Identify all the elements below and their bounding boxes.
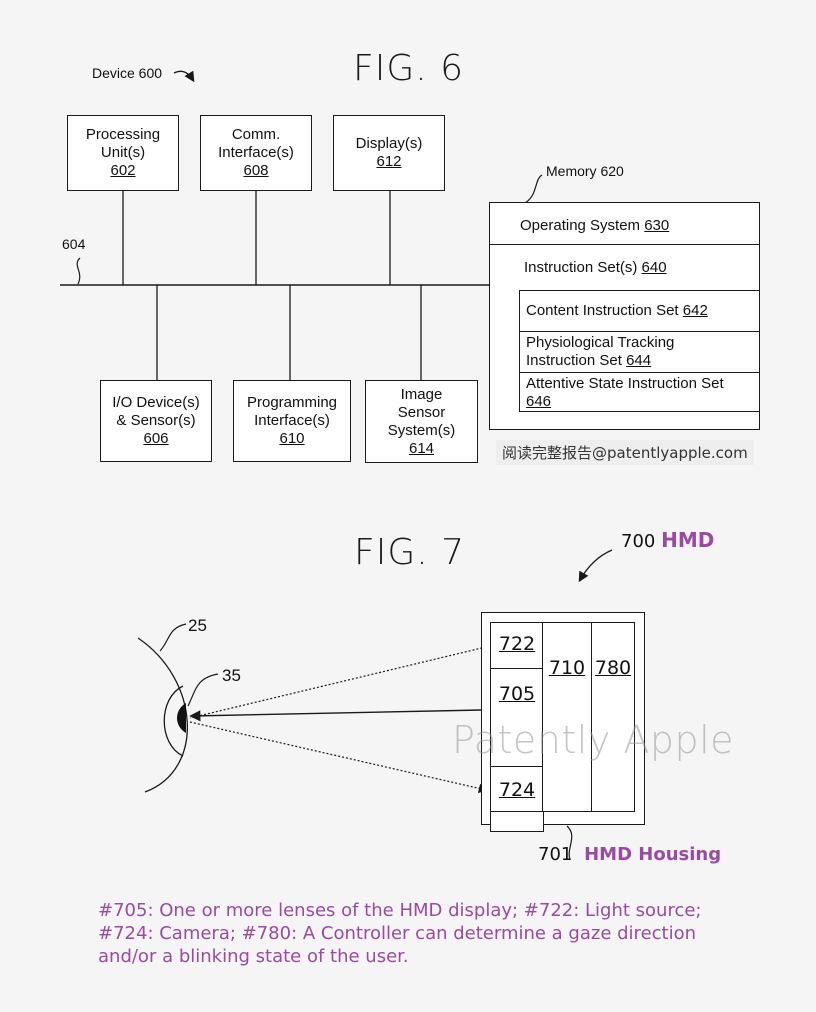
box-ref: 610 — [279, 430, 305, 447]
attentive-ref: 646 — [526, 393, 552, 410]
box-text: Processing — [85, 126, 161, 143]
caption-line: #724: Camera; #780: A Controller can det… — [98, 923, 697, 944]
hmd-label-group: 700 HMD — [621, 528, 714, 552]
light-ray — [189, 645, 491, 719]
housing-ref: 701 — [538, 844, 573, 865]
memory-divider — [490, 244, 759, 245]
device-label: Device 600 — [92, 65, 163, 81]
source-note: 阅读完整报告@patentlyapple.com — [496, 440, 754, 465]
fig6-title: FIG. 6 — [353, 48, 465, 89]
box-text: System(s) — [387, 421, 456, 439]
divider — [520, 372, 760, 373]
os-row: Operating System 630 — [514, 217, 669, 235]
physio-text: Physiological Tracking — [526, 334, 675, 351]
housing-label-group: 701 HMD Housing — [538, 844, 721, 865]
fig7-title: FIG. 7 — [354, 532, 466, 573]
caption-line: and/or a blinking state of the user. — [98, 946, 409, 967]
device-arrow — [173, 70, 195, 83]
caption: #705: One or more lenses of the HMD disp… — [98, 899, 798, 968]
io-devices-box: I/O Device(s) & Sensor(s) 606 — [100, 380, 212, 462]
hmd-housing: 722 705 724 710 780 — [481, 612, 645, 832]
instruction-sets-ref: 640 — [641, 259, 667, 276]
physio-text-2: Instruction Set — [526, 352, 627, 369]
eyeball-arc — [137, 637, 188, 793]
comm-interface-box: Comm. Interface(s) 608 — [200, 115, 312, 191]
box-text: Programming — [246, 394, 338, 411]
pupil-ref: 35 — [222, 666, 241, 685]
content-instruction-row: Content Instruction Set 642 — [520, 302, 708, 320]
physio-instruction-row: Physiological Tracking Instruction Set 6… — [520, 334, 674, 370]
display-box: Display(s) 612 — [333, 115, 445, 191]
attentive-instruction-row: Attentive State Instruction Set 646 — [520, 375, 724, 411]
memory-box: Operating System 630 Instruction Set(s) … — [489, 202, 760, 430]
watermark: Patently Apple — [452, 718, 735, 762]
hmd-arrow — [578, 549, 613, 583]
cornea-arc — [163, 685, 184, 757]
box-ref: 602 — [110, 162, 136, 179]
hmd-ref: 700 — [621, 531, 656, 552]
pupil-label-leader — [187, 673, 219, 707]
box-text: Display(s) — [355, 135, 423, 152]
controller-780: 780 — [591, 622, 635, 812]
box-ref: 614 — [408, 439, 435, 457]
box-text: & Sensor(s) — [116, 412, 196, 429]
memory-leader — [524, 174, 543, 204]
box-text: I/O Device(s) — [112, 394, 200, 411]
box-text: Sensor — [397, 403, 446, 421]
box-ref: 612 — [376, 153, 402, 170]
image-sensor-box: Image Sensor System(s) 614 — [365, 380, 478, 463]
box-text: Interface(s) — [254, 412, 330, 429]
component-710: 710 — [542, 622, 592, 812]
physio-ref: 644 — [626, 352, 652, 369]
os-ref: 630 — [644, 217, 670, 234]
attentive-text: Attentive State Instruction Set — [526, 375, 724, 392]
instruction-sets-row: Instruction Set(s) 640 — [518, 259, 667, 277]
box-text: Unit(s) — [100, 144, 146, 161]
display-ray — [189, 709, 483, 722]
instruction-sets-container: Content Instruction Set 642 Physiologica… — [519, 290, 760, 412]
instruction-sets-text: Instruction Set(s) — [524, 259, 642, 276]
content-text: Content Instruction Set — [526, 302, 683, 319]
programming-interface-box: Programming Interface(s) 610 — [233, 380, 351, 462]
hmd-label: HMD — [661, 528, 715, 552]
os-text: Operating System — [520, 217, 645, 234]
caption-line: #705: One or more lenses of the HMD disp… — [98, 900, 702, 921]
box-text: Comm. — [231, 126, 281, 143]
pupil-shape — [177, 703, 186, 733]
bus-label: 604 — [62, 236, 86, 252]
box-text: Interface(s) — [218, 144, 294, 161]
box-ref: 608 — [243, 162, 269, 179]
memory-label: Memory 620 — [546, 163, 624, 179]
divider — [520, 331, 760, 332]
eye-label-leader — [159, 623, 187, 652]
camera-724: 724 — [490, 766, 544, 812]
housing-label: HMD Housing — [584, 844, 722, 865]
camera-ray — [189, 721, 489, 794]
light-source-722: 722 — [490, 622, 544, 670]
bus-label-leader — [76, 257, 81, 285]
housing-leader — [566, 825, 573, 861]
content-ref: 642 — [682, 302, 708, 319]
processing-unit-box: Processing Unit(s) 602 — [67, 115, 179, 191]
box-text: Image — [400, 385, 443, 403]
eye-ref: 25 — [188, 616, 207, 635]
box-ref: 606 — [143, 430, 169, 447]
